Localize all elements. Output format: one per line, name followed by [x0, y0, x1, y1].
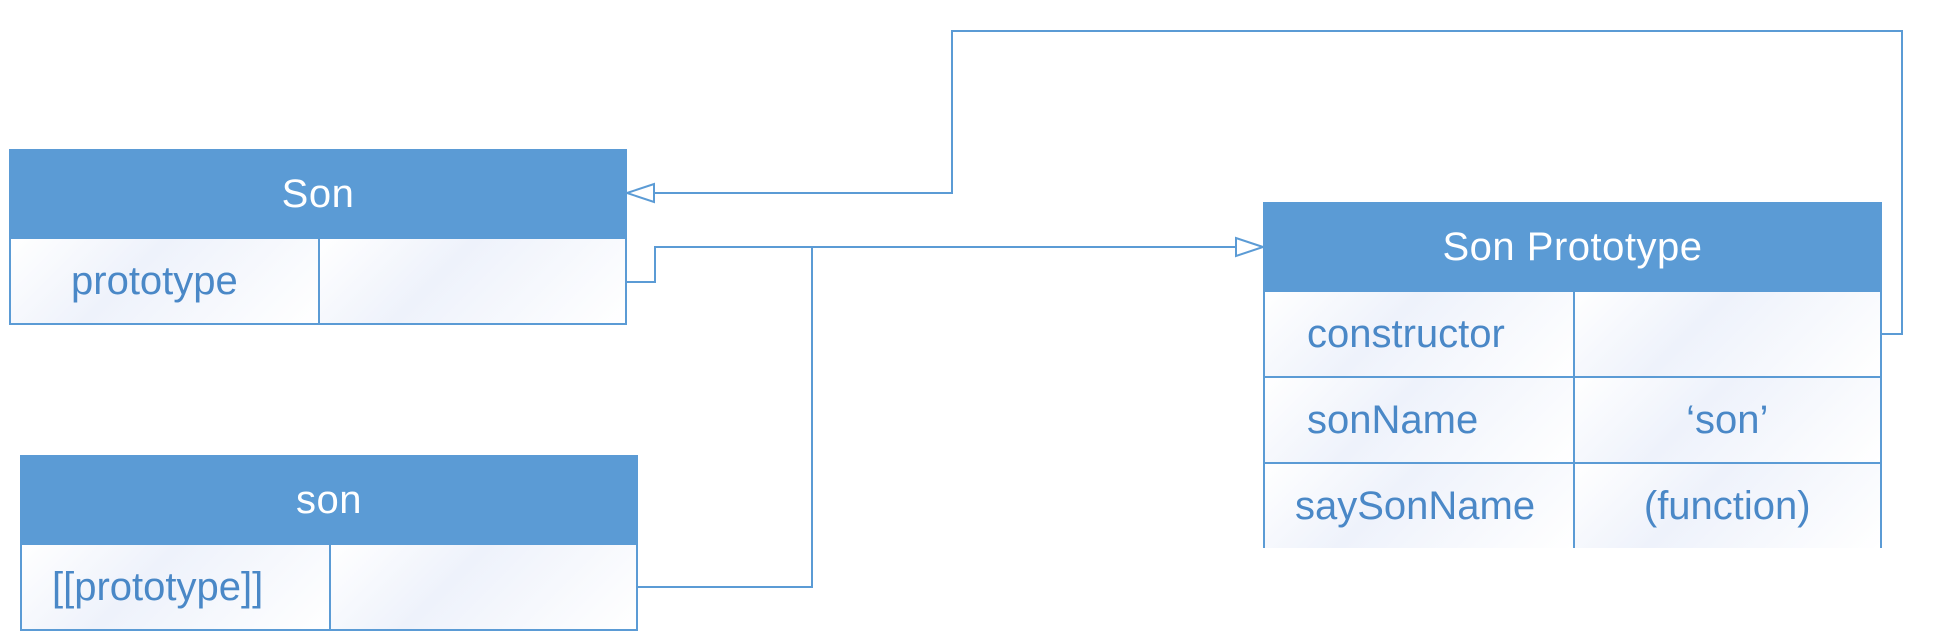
- connector-constructor-to-son: [655, 30, 1903, 335]
- son-prototype-title: Son Prototype: [1265, 204, 1880, 290]
- internal-prototype-value: [329, 545, 636, 629]
- son-constructor-box: Son prototype: [9, 149, 627, 325]
- table-row: [[prototype]]: [22, 543, 636, 629]
- son-prototype-box: Son Prototype constructor sonName ‘son’ …: [1263, 202, 1882, 548]
- son-name-value: ‘son’: [1572, 378, 1880, 462]
- son-instance-title: son: [22, 457, 636, 543]
- prototype-value: [318, 239, 625, 323]
- table-row: prototype: [11, 237, 625, 323]
- arrowhead-to-son-prototype: [1235, 236, 1267, 258]
- son-instance-box: son [[prototype]]: [20, 455, 638, 631]
- son-constructor-title: Son: [11, 151, 625, 237]
- constructor-key: constructor: [1265, 292, 1573, 376]
- say-son-name-key: saySonName: [1265, 464, 1573, 548]
- prototype-key: prototype: [11, 239, 318, 323]
- internal-prototype-key: [[prototype]]: [22, 545, 329, 629]
- say-son-name-value: (function): [1572, 464, 1880, 548]
- table-row: constructor: [1265, 290, 1880, 376]
- table-row: saySonName (function): [1265, 462, 1880, 548]
- table-row: sonName ‘son’: [1265, 376, 1880, 462]
- connector-son-prototype-to-son-prototype-box: [627, 246, 1247, 283]
- arrowhead-to-son: [623, 182, 655, 204]
- son-name-key: sonName: [1265, 378, 1573, 462]
- constructor-value: [1572, 292, 1880, 376]
- connector-son-instance-proto-link: [638, 247, 813, 588]
